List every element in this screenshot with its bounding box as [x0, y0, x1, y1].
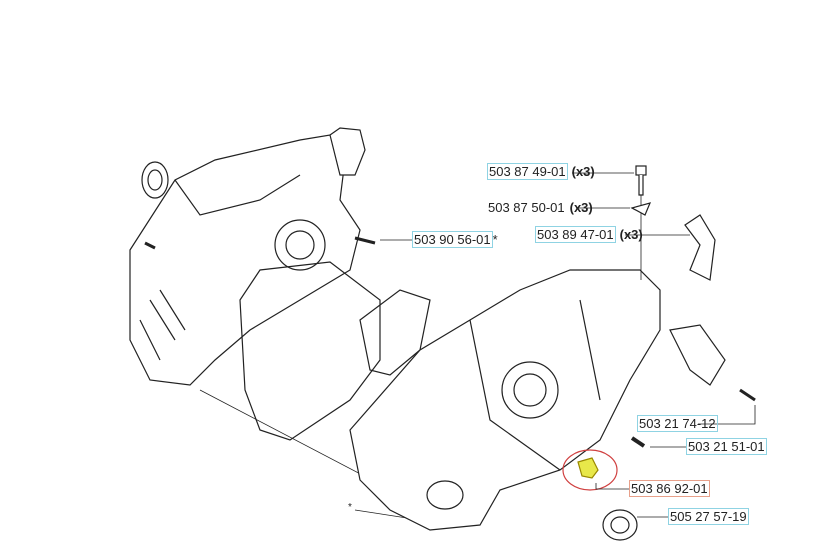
callout-503-87-49-01[interactable]: 503 87 49-01(x3): [487, 163, 595, 180]
leader-line-cover: [698, 405, 756, 425]
seal-bottom: [602, 509, 638, 541]
right-crankcase-bore: [501, 361, 559, 419]
seal-left-inner: [147, 169, 163, 191]
carburetor-bracket: [329, 127, 366, 176]
part-number: 503 87 50-01: [488, 200, 565, 215]
right-crankcase-port: [426, 480, 464, 510]
seal-bottom-inner: [610, 516, 630, 534]
part-number: 503 21 51-01: [686, 438, 767, 455]
pin-center: [354, 236, 376, 245]
gasket: [239, 261, 381, 441]
footnote-suffix: *: [492, 232, 498, 247]
cover-screw: [739, 388, 756, 402]
part-number: 503 90 56-01: [412, 231, 493, 248]
callout-503-86-92-01[interactable]: 503 86 92-01: [629, 480, 710, 497]
callout-503-87-50-01[interactable]: 503 87 50-01 (x3): [487, 200, 593, 215]
left-crankcase-fins: [139, 289, 186, 361]
callout-503-21-51-01[interactable]: 503 21 51-01: [686, 438, 767, 455]
washer: [630, 202, 652, 216]
callout-503-90-56-01[interactable]: 503 90 56-01*: [412, 231, 498, 248]
part-number: 503 89 47-01: [535, 226, 616, 243]
left-crankcase-bore-inner: [285, 230, 315, 260]
cover: [669, 324, 726, 386]
part-number: 503 87 49-01: [487, 163, 568, 180]
pawl: [684, 214, 716, 281]
quantity: (x3): [569, 200, 593, 215]
screw-head: [635, 165, 647, 176]
highlight-circle: [562, 449, 618, 491]
callout-503-21-74-12[interactable]: 503 21 74-12: [637, 415, 718, 432]
right-crankcase-bore-inner: [513, 373, 547, 407]
quantity: (x3): [619, 227, 643, 242]
right-crankcase: [349, 269, 661, 531]
callout-503-89-47-01[interactable]: 503 89 47-01(x3): [535, 226, 643, 243]
screw-shank: [638, 175, 644, 196]
seal-left: [141, 161, 169, 199]
callout-505-27-57-19[interactable]: 505 27 57-19: [668, 508, 749, 525]
part-number: 505 27 57-19: [668, 508, 749, 525]
footnote-marker: *: [348, 502, 352, 513]
left-crankcase-bore: [274, 219, 326, 271]
leader-line-highlight: [595, 483, 629, 490]
screw-503-21-51-01: [630, 436, 646, 448]
right-crankcase-detail: [469, 299, 601, 471]
highlighted-part[interactable]: [577, 457, 599, 479]
part-number: 503 86 92-01: [629, 480, 710, 497]
quantity: (x3): [571, 164, 595, 179]
left-crankcase-detail: [174, 174, 301, 216]
leader-lines-top: [572, 172, 690, 236]
pin-left: [144, 241, 156, 250]
part-number: 503 21 74-12: [637, 415, 718, 432]
